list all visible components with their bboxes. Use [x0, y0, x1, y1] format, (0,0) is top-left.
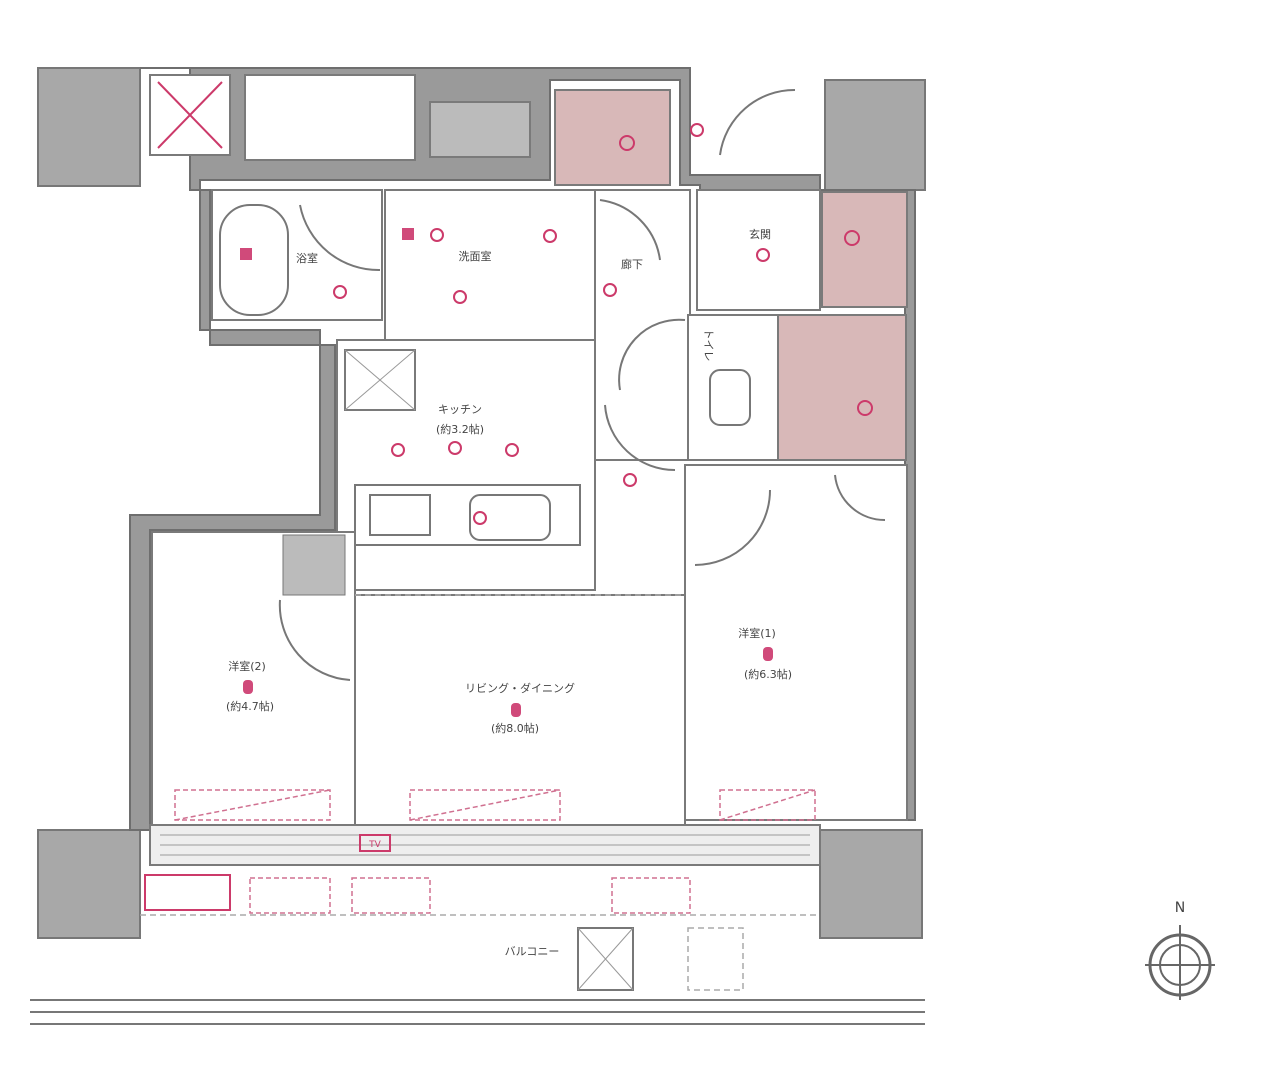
shoe-closet	[821, 191, 908, 308]
evacuation-hatch	[577, 927, 634, 991]
bathtub	[219, 204, 289, 316]
label-western-2: 洋室(2)	[228, 659, 266, 673]
shaft-cross	[157, 81, 223, 149]
ac-unit	[409, 789, 561, 821]
light-fixtures	[333, 123, 873, 525]
outdoor-unit	[611, 877, 691, 914]
ac-unit	[174, 789, 331, 821]
compass-label: N	[1175, 900, 1185, 916]
ac-units	[174, 789, 816, 821]
structural-column	[824, 79, 926, 191]
label-kitchen: キッチン	[438, 403, 482, 416]
structural-column	[819, 829, 923, 939]
panel-icon	[402, 228, 414, 240]
vent-icon	[240, 248, 252, 260]
evacuation-hatch	[687, 927, 744, 991]
label-kitchen-area: (約3.2帖)	[436, 422, 484, 436]
room-living-dining	[354, 594, 686, 841]
label-balcony: バルコニー	[505, 945, 560, 958]
compass-north-icon	[1145, 925, 1215, 1000]
label-entrance: 玄関	[749, 227, 771, 241]
outdoor-unit	[351, 877, 431, 914]
toilet-fixture	[709, 369, 751, 426]
label-living-area: (約8.0帖)	[491, 721, 539, 735]
label-bath: 浴室	[296, 251, 318, 265]
storage	[429, 101, 531, 158]
structural-column	[37, 67, 141, 187]
label-living: リビング・ダイニング	[465, 681, 575, 695]
ac-unit	[719, 789, 816, 821]
door-swing[interactable]	[834, 474, 886, 522]
door-swing[interactable]	[604, 404, 676, 472]
tv-outlet-label: TV	[368, 840, 381, 850]
balcony-railing	[30, 999, 925, 1025]
stove	[369, 494, 431, 536]
room-kitchen	[336, 339, 596, 591]
label-western-1: 洋室(1)	[738, 626, 776, 640]
outdoor-unit	[249, 877, 331, 914]
label-western-2-area: (約4.7帖)	[226, 699, 274, 713]
structural-column	[37, 829, 141, 939]
hatch-cross	[577, 927, 634, 991]
label-toilet: トイレ	[702, 329, 715, 362]
closet	[282, 534, 346, 596]
room-washroom	[384, 189, 596, 341]
label-western-1-area: (約6.3帖)	[744, 667, 792, 681]
door-swing[interactable]	[278, 599, 351, 681]
ceiling-light-icon	[511, 703, 521, 717]
fridge-cross	[344, 349, 416, 411]
door-swing[interactable]	[599, 199, 661, 261]
room-toilet	[687, 314, 779, 461]
label-washroom: 洗面室	[459, 249, 492, 263]
outdoor-unit	[144, 874, 231, 911]
room-hallway	[594, 189, 691, 461]
entry-door-swing[interactable]	[719, 88, 796, 156]
closet	[554, 89, 671, 186]
label-hallway: 廊下	[621, 257, 643, 271]
ceiling-light-icon	[763, 647, 773, 661]
kitchen-counter	[354, 484, 581, 546]
door-swing[interactable]	[299, 204, 381, 272]
closet	[777, 314, 907, 461]
room-western-1	[684, 464, 908, 821]
ceiling-light-icon	[243, 680, 253, 694]
tv-outlet	[359, 834, 391, 852]
door-swing[interactable]	[694, 489, 771, 566]
storage	[244, 74, 416, 161]
door-swing[interactable]	[618, 318, 686, 391]
room-bath	[211, 189, 383, 321]
sash-lines	[160, 834, 810, 856]
sink	[469, 494, 551, 541]
